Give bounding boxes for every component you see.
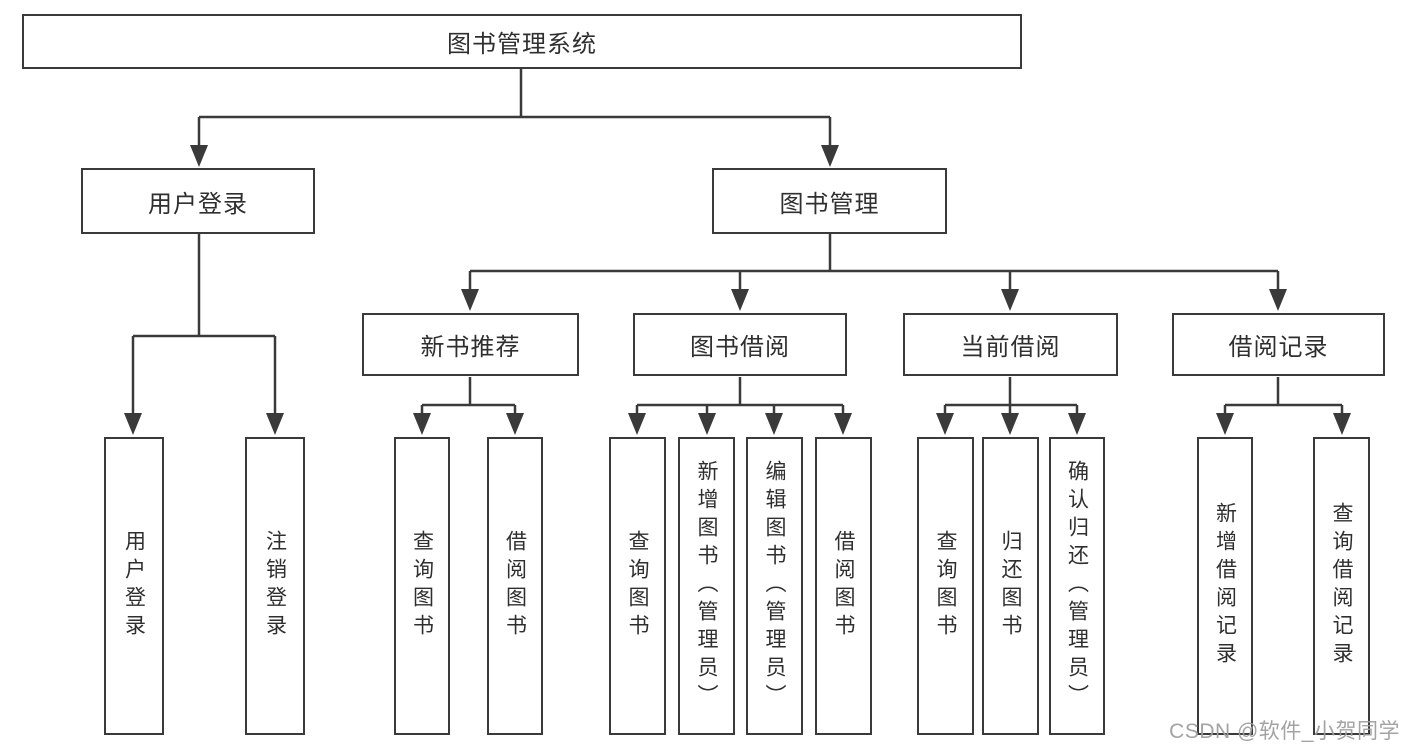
leaf-label: 查询借阅记录 (1330, 502, 1353, 670)
node-user-login: 用户登录 (81, 168, 315, 234)
leaf-label: 新增图书（管理员） (695, 460, 718, 712)
leaf-label: 新增借阅记录 (1213, 502, 1237, 670)
leaf-borrow-books-2: 借阅图书 (815, 437, 872, 735)
arrowheads (124, 145, 1351, 435)
node-borrow-records: 借阅记录 (1172, 313, 1385, 376)
leaf-query-books-3: 查询图书 (917, 437, 974, 735)
leaf-query-borrow-record: 查询借阅记录 (1313, 437, 1370, 735)
leaf-label: 确认归还（管理员） (1065, 460, 1089, 712)
leaf-confirm-return-admin: 确认归还（管理员） (1049, 437, 1105, 735)
leaf-label: 借阅图书 (503, 530, 527, 642)
node-current-borrow: 当前借阅 (903, 313, 1118, 376)
leaf-label: 编辑图书（管理员） (763, 460, 786, 712)
leaf-return-book: 归还图书 (982, 437, 1039, 735)
leaf-edit-book-admin: 编辑图书（管理员） (746, 437, 803, 735)
node-label: 新书推荐 (420, 334, 521, 361)
leaf-query-books-2: 查询图书 (609, 437, 666, 735)
leaf-label: 注销登录 (263, 530, 287, 642)
leaf-label: 用户登录 (122, 530, 146, 642)
node-label: 图书借阅 (690, 334, 790, 361)
leaf-add-borrow-record: 新增借阅记录 (1197, 437, 1253, 735)
leaf-label: 借阅图书 (832, 530, 855, 642)
leaf-borrow-books-1: 借阅图书 (487, 437, 543, 735)
node-book-management: 图书管理 (712, 168, 947, 234)
leaf-label: 查询图书 (626, 530, 649, 642)
leaf-add-book-admin: 新增图书（管理员） (678, 437, 735, 735)
node-label: 图书管理系统 (447, 31, 597, 58)
node-new-book-recommend: 新书推荐 (362, 313, 579, 376)
node-label: 图书管理 (779, 190, 880, 218)
leaf-label: 查询图书 (934, 530, 957, 642)
node-label: 当前借阅 (960, 334, 1061, 361)
leaf-label: 查询图书 (410, 530, 434, 642)
leaf-user-login: 用户登录 (104, 437, 164, 735)
node-root-system: 图书管理系统 (22, 14, 1022, 69)
leaf-label: 归还图书 (999, 530, 1022, 642)
node-label: 用户登录 (148, 190, 248, 218)
leaf-query-books-1: 查询图书 (394, 437, 450, 735)
node-book-borrow: 图书借阅 (633, 313, 847, 376)
node-label: 借阅记录 (1228, 334, 1329, 361)
leaf-logout: 注销登录 (245, 437, 305, 735)
